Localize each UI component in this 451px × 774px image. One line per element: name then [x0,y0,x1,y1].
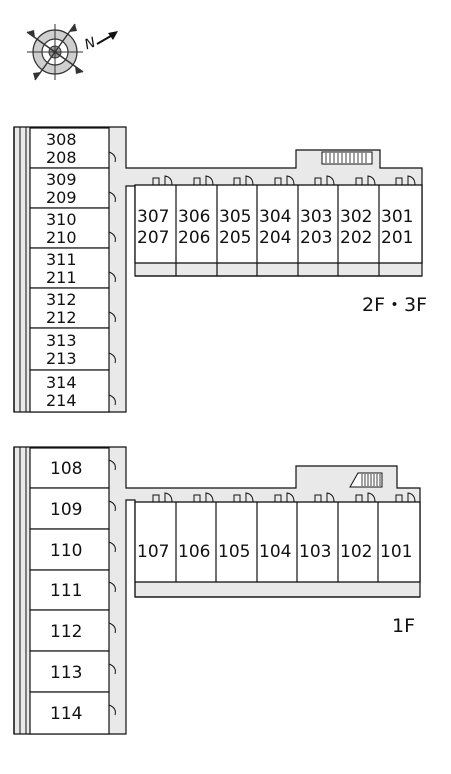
unit-306-206: 306 206 [178,207,210,248]
north-label: N [83,34,99,53]
lower-east-units: 107 106 105 104 103 102 101 [134,501,421,598]
unit-106: 106 [178,542,210,562]
unit-103: 103 [299,542,331,562]
unit-number: 103 [299,542,331,562]
unit-number: 105 [218,542,250,562]
unit-313-213: 313 213 [29,327,110,371]
unit-number: 107 [137,542,169,562]
unit-number-lower: 205 [219,228,251,248]
unit-107: 107 [137,542,169,562]
unit-number-upper: 309 [46,170,77,189]
unit-number: 106 [178,542,210,562]
unit-number: 102 [340,542,372,562]
unit-number-upper: 303 [300,207,332,227]
lower-west-doors [108,459,116,716]
unit-number-upper: 311 [46,250,77,269]
unit-number: 114 [50,704,82,724]
unit-number: 108 [50,459,82,479]
unit-number: 109 [50,500,82,520]
unit-number-upper: 312 [46,290,77,309]
unit-304-204: 304 204 [259,207,291,248]
unit-303-203: 303 203 [300,207,332,248]
unit-311-211: 311 211 [29,247,110,289]
unit-113: 113 [29,650,110,693]
unit-number-upper: 310 [46,210,77,229]
unit-number-lower: 213 [46,349,77,368]
unit-number-upper: 302 [340,207,372,227]
unit-302-202: 302 202 [340,207,372,248]
unit-number-lower: 202 [340,228,372,248]
unit-114: 114 [29,691,110,735]
unit-number: 101 [380,542,412,562]
unit-number-upper: 304 [259,207,291,227]
unit-309-209: 309 209 [29,167,110,209]
unit-104: 104 [259,542,291,562]
unit-105: 105 [218,542,250,562]
unit-number-lower: 201 [381,228,413,248]
upper-east-units: 307 207 306 206 305 205 304 204 303 203 … [134,184,423,277]
unit-number: 113 [50,663,82,683]
unit-number-lower: 203 [300,228,332,248]
unit-102: 102 [340,542,372,562]
unit-number-upper: 313 [46,331,77,350]
unit-number-upper: 314 [46,373,77,392]
unit-number: 111 [50,581,82,601]
unit-301-201: 301 201 [381,207,413,248]
north-arrow-icon: N [83,31,118,53]
unit-101: 101 [380,542,412,562]
unit-number-lower: 204 [259,228,291,248]
lower-east-doors [152,492,416,503]
upper-floor-block: 308 208 309 209 310 210 311 211 312 [13,126,427,413]
unit-312-212: 312 212 [29,287,110,329]
unit-number-lower: 212 [46,308,77,327]
unit-305-205: 305 205 [219,207,251,248]
unit-112: 112 [29,609,110,652]
upper-stair-icon [321,151,373,165]
unit-number-lower: 207 [137,228,169,248]
unit-number-upper: 308 [46,130,77,149]
unit-number-upper: 306 [178,207,210,227]
unit-310-210: 310 210 [29,207,110,249]
unit-108: 108 [29,447,110,489]
unit-number-lower: 206 [178,228,210,248]
unit-number-upper: 301 [381,207,413,227]
unit-109: 109 [29,487,110,530]
unit-number-lower: 214 [46,391,77,410]
unit-number: 112 [50,622,82,642]
upper-floor-label: 2F・3F [362,294,427,316]
lower-floor-label: 1F [392,615,415,637]
lower-floor-block: 108 109 110 111 112 113 [13,446,421,735]
unit-number-lower: 210 [46,228,77,247]
upper-west-units: 308 208 309 209 310 210 311 211 312 [29,127,110,413]
upper-east-doors [152,175,416,186]
compass-icon [26,23,84,81]
unit-number-upper: 305 [219,207,251,227]
unit-number-upper: 307 [137,207,169,227]
unit-111: 111 [29,569,110,611]
unit-314-214: 314 214 [29,369,110,413]
lower-stair-icon [349,472,383,488]
unit-number-lower: 208 [46,148,77,167]
unit-number: 110 [50,541,82,561]
unit-number-lower: 209 [46,188,77,207]
unit-110: 110 [29,528,110,571]
unit-number-lower: 211 [46,268,77,287]
unit-308-208: 308 208 [29,127,110,169]
unit-307-207: 307 207 [137,207,169,248]
unit-number: 104 [259,542,291,562]
lower-west-units: 108 109 110 111 112 113 [29,447,110,735]
upper-west-doors [108,151,116,406]
